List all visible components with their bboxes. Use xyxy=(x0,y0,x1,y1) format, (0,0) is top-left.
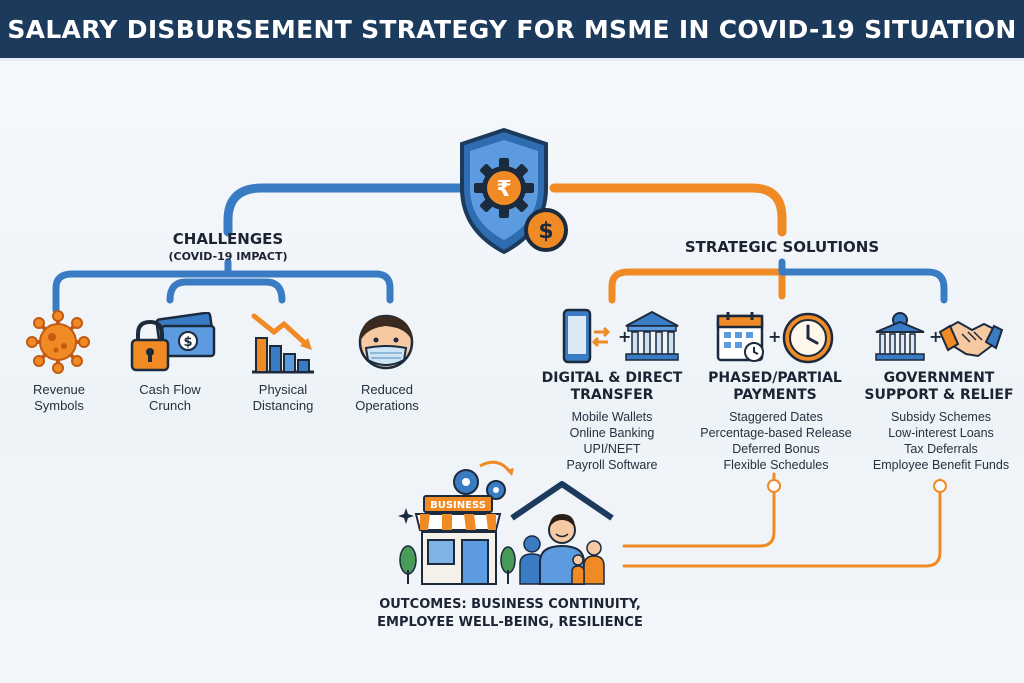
orange-connector-bottom xyxy=(608,268,786,304)
sparkle-icon xyxy=(398,508,414,524)
gears-icon xyxy=(453,469,506,500)
challenges-subheading: (COVID-19 IMPACT) xyxy=(168,250,288,263)
blue-connector-bottom xyxy=(52,270,394,314)
list-item: Mobile Wallets xyxy=(571,410,653,424)
calendar-icon xyxy=(716,312,764,362)
list-item: Employee Benefit Funds xyxy=(872,458,1010,472)
blue-connector-drop-2 xyxy=(166,278,286,304)
orange-connector-top xyxy=(549,183,787,237)
storefront-icon: BUSINESS xyxy=(414,495,502,585)
svg-text:$: $ xyxy=(538,219,553,244)
connector-dot xyxy=(933,479,947,493)
list-item: Deferred Bonus xyxy=(732,442,820,456)
phone-transfer-icon: + xyxy=(562,308,679,364)
orange-thin-line-2 xyxy=(622,478,942,568)
clock-icon xyxy=(782,312,834,364)
list-item: Online Banking xyxy=(569,426,655,440)
blue-connector-top xyxy=(223,183,471,237)
virus-icon xyxy=(26,310,90,374)
title-bar: SALARY DISBURSEMENT STRATEGY FOR MSME IN… xyxy=(0,0,1024,61)
handshake-icon xyxy=(938,320,1004,358)
solution-list-digital: Mobile Wallets Online Banking UPI/NEFT P… xyxy=(537,409,687,473)
blue-connector-right xyxy=(778,258,948,304)
cycle-arrow-icon xyxy=(479,460,512,473)
connector-dot xyxy=(767,479,781,493)
business-family-scene: BUSINESS xyxy=(398,460,614,585)
lock-cash-icon: $ xyxy=(130,312,216,372)
family-icon xyxy=(519,514,605,585)
plus-sign: + xyxy=(929,327,942,346)
list-item: Low-interest Loans xyxy=(888,426,994,440)
tree-icon xyxy=(399,545,516,584)
svg-text:₹: ₹ xyxy=(496,177,511,202)
list-item: Percentage-based Release xyxy=(700,426,852,440)
orange-thin-line-1 xyxy=(622,472,776,548)
government-building-icon xyxy=(875,312,925,361)
list-item: Flexible Schedules xyxy=(723,458,829,472)
house-roof-icon xyxy=(510,481,614,521)
solution-list-government: Subsidy Schemes Low-interest Loans Tax D… xyxy=(862,409,1020,473)
outcomes-caption: OUTCOMES: BUSINESS CONTINUITY, EMPLOYEE … xyxy=(377,597,643,630)
list-item: Staggered Dates xyxy=(729,410,823,424)
shield-gear-rupee-icon: ₹ $ xyxy=(460,127,568,255)
solutions-heading: STRATEGIC SOLUTIONS xyxy=(684,238,880,256)
challenges-heading: CHALLENGES xyxy=(172,230,284,248)
list-item: Subsidy Schemes xyxy=(890,410,992,424)
list-item: Payroll Software xyxy=(566,458,658,472)
government-handshake-icons: + xyxy=(875,312,1004,361)
list-item: Tax Deferrals xyxy=(904,442,978,456)
declining-chart-icon xyxy=(251,313,314,374)
bank-icon xyxy=(625,310,679,361)
solution-list-phased: Staggered Dates Percentage-based Release… xyxy=(690,409,862,473)
calendar-clock-icons: + xyxy=(716,312,834,364)
page-title: SALARY DISBURSEMENT STRATEGY FOR MSME IN… xyxy=(7,14,1017,44)
list-item: UPI/NEFT xyxy=(583,442,641,456)
svg-text:$: $ xyxy=(183,335,192,350)
plus-sign: + xyxy=(768,327,781,346)
masked-person-icon xyxy=(358,314,414,370)
business-sign: BUSINESS xyxy=(430,500,486,511)
